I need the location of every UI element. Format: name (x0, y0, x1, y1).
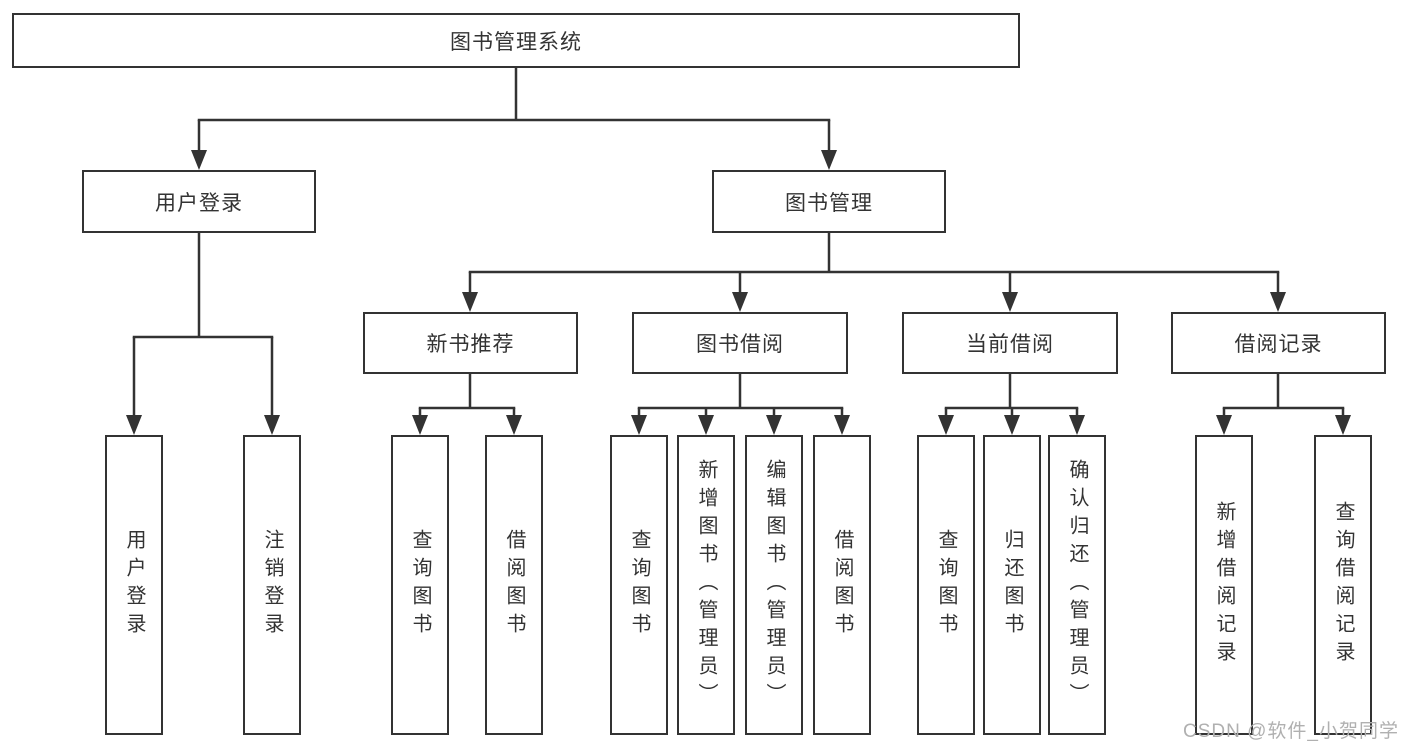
leaf-query-books-recommend: 查询图书 (391, 435, 449, 735)
node-new-book-recommend: 新书推荐 (363, 312, 578, 374)
node-library-system: 图书管理系统 (12, 13, 1020, 68)
node-borrow-records: 借阅记录 (1171, 312, 1386, 374)
node-user-login: 用户登录 (82, 170, 316, 233)
leaf-query-books-borrow: 查询图书 (610, 435, 668, 735)
leaf-edit-book-admin: 编辑图书（管理员） (745, 435, 803, 735)
leaf-query-borrow-record: 查询借阅记录 (1314, 435, 1372, 735)
leaf-add-borrow-record: 新增借阅记录 (1195, 435, 1253, 735)
leaf-user-login: 用户登录 (105, 435, 163, 735)
node-book-management: 图书管理 (712, 170, 946, 233)
node-book-borrow: 图书借阅 (632, 312, 848, 374)
leaf-query-books-current: 查询图书 (917, 435, 975, 735)
csdn-watermark: CSDN @软件_小贺同学 (1183, 721, 1399, 742)
leaf-borrow-books-recommend: 借阅图书 (485, 435, 543, 735)
leaf-return-book: 归还图书 (983, 435, 1041, 735)
leaf-borrow-books: 借阅图书 (813, 435, 871, 735)
leaf-confirm-return-admin: 确认归还（管理员） (1048, 435, 1106, 735)
arrowheads (126, 150, 1351, 435)
node-current-borrow: 当前借阅 (902, 312, 1118, 374)
leaf-add-book-admin: 新增图书（管理员） (677, 435, 735, 735)
leaf-logout: 注销登录 (243, 435, 301, 735)
